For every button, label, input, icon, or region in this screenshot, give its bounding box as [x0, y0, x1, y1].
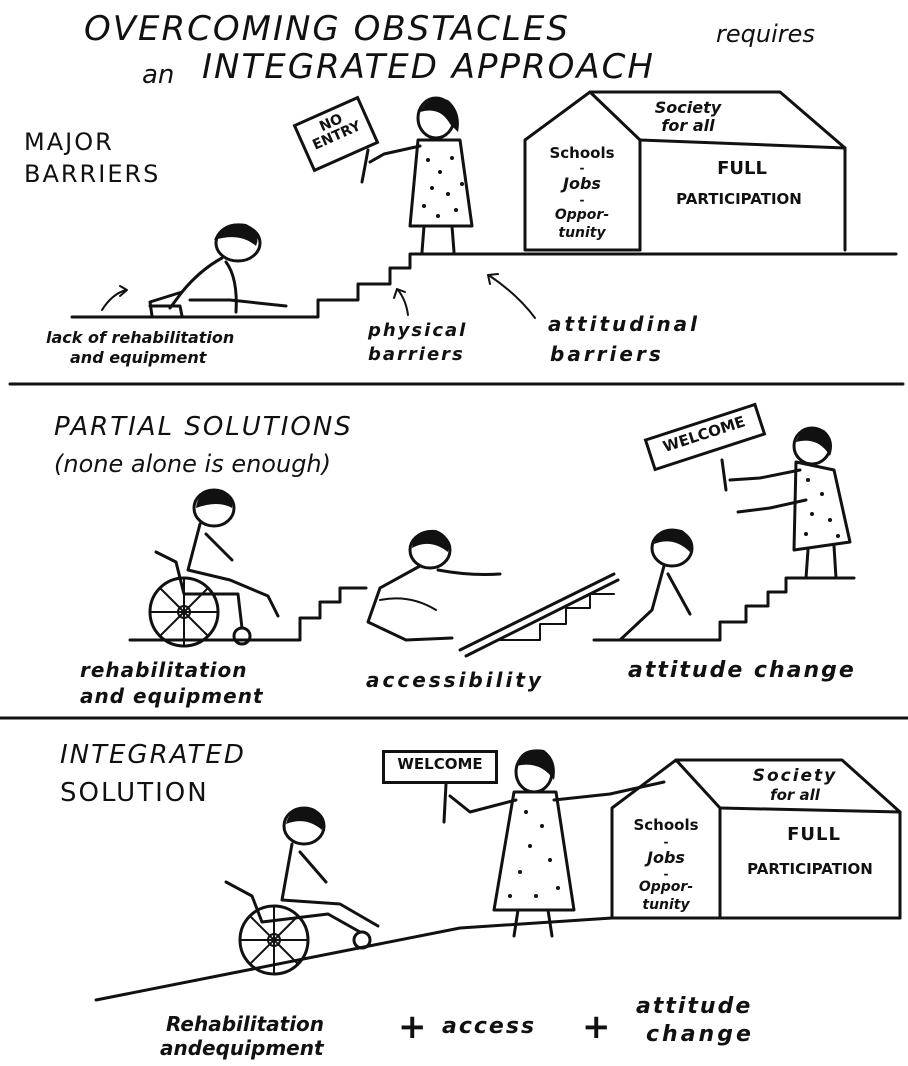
title-line1-main: OVERCOMING OBSTACLES [84, 9, 570, 49]
kneeling-child-attitude [618, 528, 714, 642]
house-int-front-2: PARTICIPATION [747, 860, 873, 878]
label-attitudinal-2: barriers [550, 342, 664, 366]
crawling-child-major [148, 223, 288, 318]
welcome-sign-integrated: WELCOME [382, 750, 498, 784]
house-major-side-1: Schools [549, 144, 615, 162]
wheelchair-child-partial [148, 488, 280, 648]
eq-attitude-1: attitude [636, 994, 753, 1019]
sitting-child-access [366, 529, 502, 642]
house-int-roof-1: Society [752, 766, 838, 786]
major-heading-2: BARRIERS [24, 160, 161, 188]
house-major-side-6: tunity [558, 225, 606, 241]
house-major-side-2: - [579, 161, 585, 175]
partial-heading-1: PARTIAL SOLUTIONS [54, 412, 353, 442]
woman-no-entry [360, 96, 474, 254]
arrow-rehab [101, 285, 128, 311]
house-int-roof-2: for all [770, 786, 820, 804]
eq-rehab-1: Rehabilitation [166, 1012, 325, 1036]
arrow-attitude [487, 273, 536, 319]
house-int-side-4: - [663, 867, 669, 881]
house-int-front-1: FULL [787, 824, 841, 845]
label-lack-rehab-2: and equipment [70, 348, 207, 367]
house-int-side-5: Oppor- [638, 879, 694, 895]
woman-welcome-integrated [442, 749, 666, 938]
major-heading-1: MAJOR [24, 128, 114, 156]
house-major-side-4: - [579, 193, 585, 207]
arrow-physical [393, 288, 409, 316]
eq-access: access [442, 1014, 537, 1039]
title-line2-small: an [142, 60, 175, 90]
label-rehab-partial-1: rehabilitation [80, 658, 248, 682]
house-major-roof-1: Society [654, 98, 722, 117]
stairs-rehab [128, 586, 368, 642]
house-integrated [610, 758, 902, 920]
house-int-side-2: - [663, 835, 669, 849]
title-line1-small: requires [716, 20, 815, 48]
house-major-roof-2: for all [661, 116, 715, 135]
label-attitude-change: attitude change [628, 658, 856, 683]
label-physical-2: barriers [368, 344, 465, 365]
label-attitudinal-1: attitudinal [548, 312, 701, 336]
label-lack-rehab-1: lack of rehabilitation [46, 328, 235, 347]
house-major-side-5: Oppor- [554, 207, 610, 223]
eq-attitude-2: change [646, 1022, 754, 1047]
house-major-front-2: PARTICIPATION [676, 190, 802, 208]
ramp [458, 572, 620, 658]
integrated-ramp [94, 916, 902, 1002]
integrated-heading-2: SOLUTION [60, 778, 209, 808]
house-major-side-3: Jobs [563, 174, 601, 193]
woman-welcome-partial [720, 426, 852, 580]
house-major-front-1: FULL [717, 158, 767, 179]
title-line2-main: INTEGRATED APPROACH [202, 47, 655, 87]
partial-heading-2: (none alone is enough) [54, 450, 332, 478]
house-int-side-1: Schools [633, 816, 699, 834]
label-accessibility: accessibility [366, 668, 544, 692]
house-int-side-6: tunity [642, 897, 690, 913]
wheelchair-child-integrated [224, 806, 380, 976]
stairs-major [70, 252, 898, 319]
eq-plus-1: + [398, 1007, 427, 1047]
house-major [523, 90, 847, 252]
label-physical-1: physical [368, 320, 468, 341]
stairs-access [499, 593, 615, 641]
stairs-attitude [592, 576, 856, 642]
integrated-heading-1: INTEGRATED [60, 740, 246, 770]
house-int-side-3: Jobs [647, 848, 685, 867]
eq-rehab-2: andequipment [160, 1036, 324, 1060]
eq-plus-2: + [582, 1007, 611, 1047]
label-rehab-partial-2: and equipment [80, 684, 264, 708]
